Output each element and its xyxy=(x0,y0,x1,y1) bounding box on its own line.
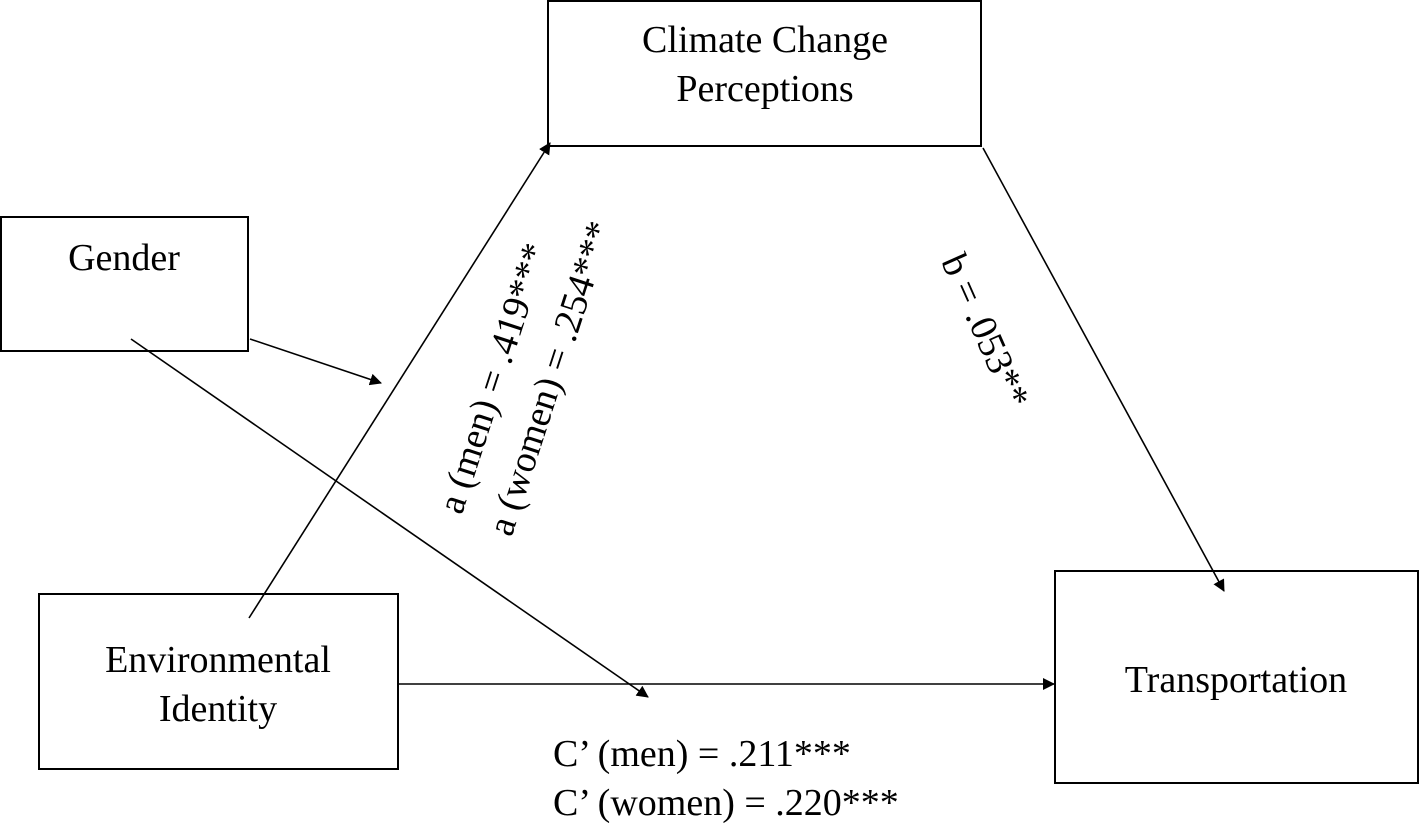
path-c-women-label: C’ (women) = .220*** xyxy=(553,782,899,824)
arrow-identity-to-climate xyxy=(248,142,551,619)
arrow-climate-to-transport xyxy=(982,147,1225,592)
arrow-gender-moderates-a-path xyxy=(249,338,382,386)
gender-node-label: Gender xyxy=(68,237,180,279)
node-environmental-identity: Environmental Identity xyxy=(38,593,399,770)
transport-node-label: Transportation xyxy=(1125,659,1347,701)
node-climate-change-perceptions: Climate Change Perceptions xyxy=(547,0,982,147)
node-gender: Gender xyxy=(0,216,249,352)
climate-node-line2: Perceptions xyxy=(676,68,853,110)
node-transportation: Transportation xyxy=(1054,570,1419,784)
identity-node-line1: Environmental xyxy=(105,639,331,681)
arrow-gender-moderates-c-path xyxy=(130,338,649,698)
identity-node-line2: Identity xyxy=(159,688,277,730)
path-c-men-label: C’ (men) = .211*** xyxy=(553,733,851,775)
climate-node-line1: Climate Change xyxy=(642,19,888,61)
path-b-label: b = .053** xyxy=(932,248,1037,415)
